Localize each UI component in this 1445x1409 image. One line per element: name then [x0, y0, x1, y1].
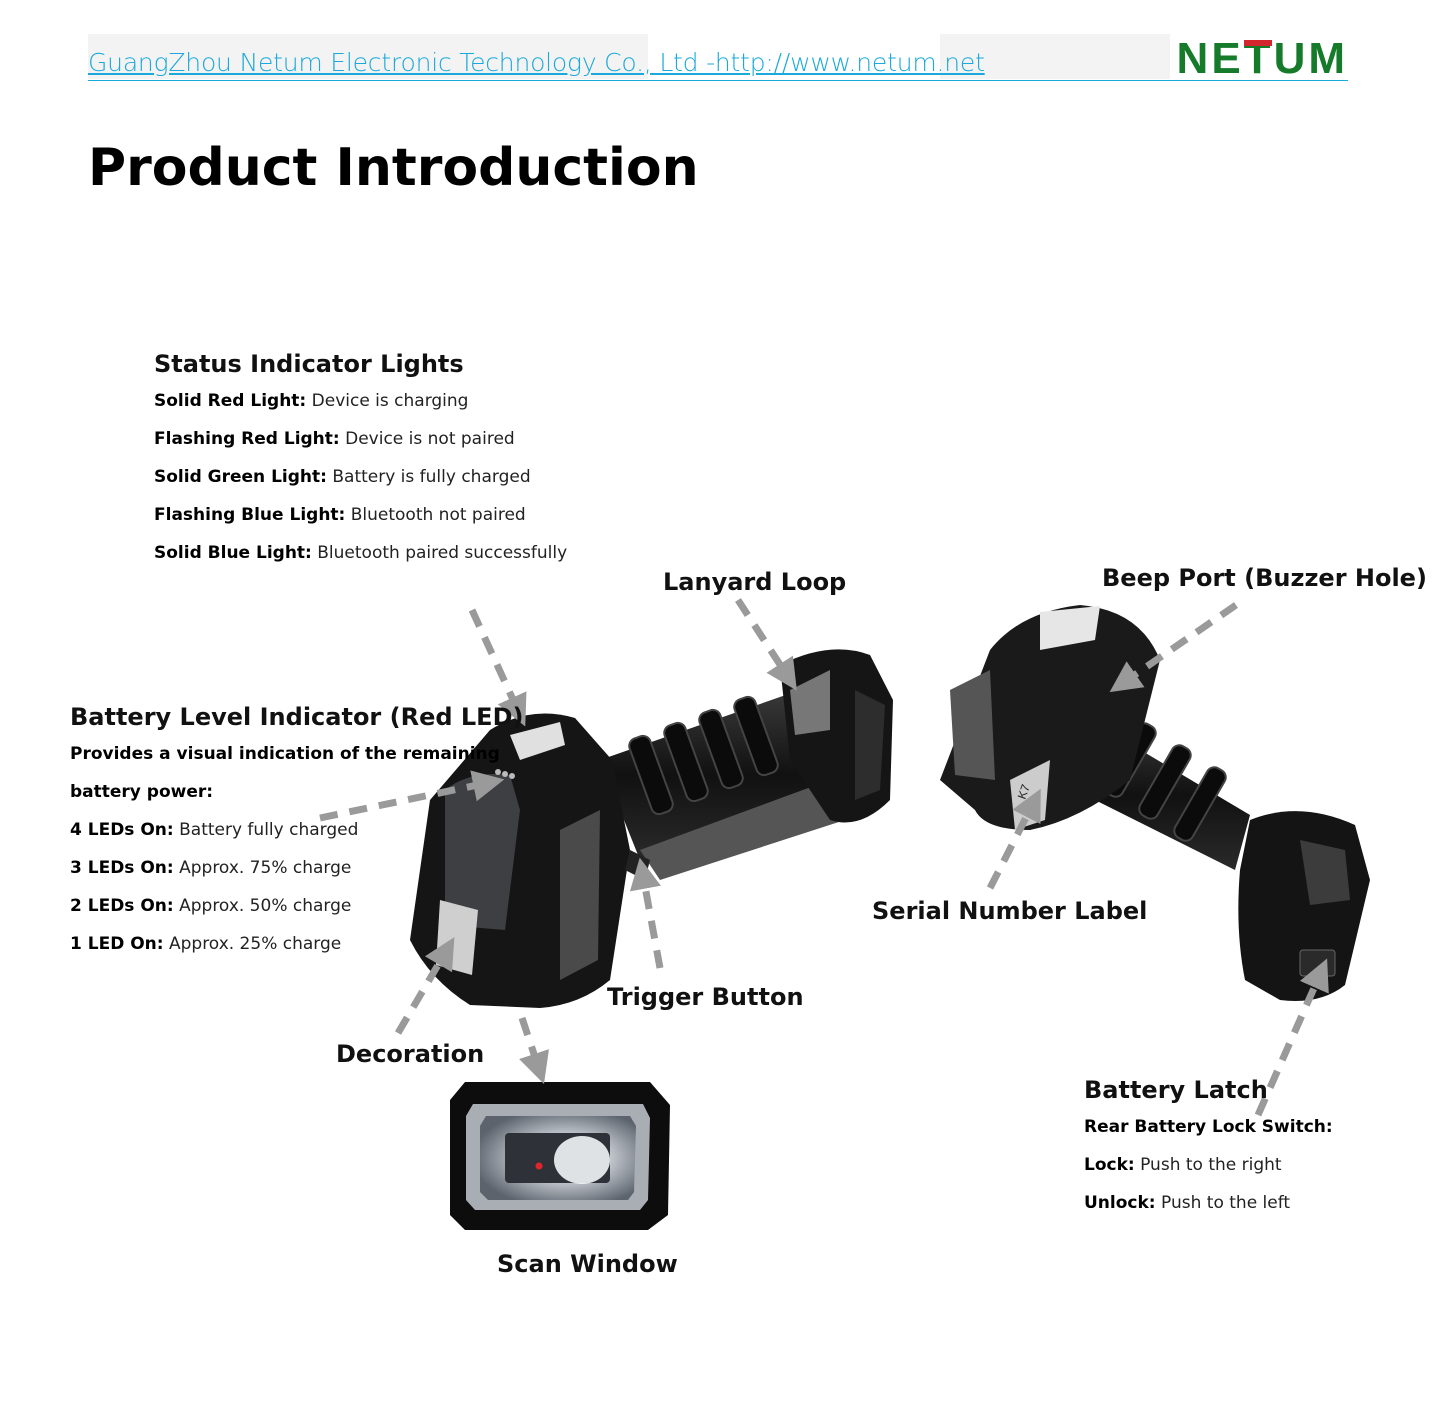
scan-window-label: Scan Window	[497, 1250, 678, 1278]
decoration-label: Decoration	[336, 1040, 485, 1068]
status-light-item: Solid Blue Light: Bluetooth paired succe…	[154, 543, 568, 563]
serial-label-arrow	[986, 788, 1041, 890]
battery-level-intro-cont: battery power:	[70, 782, 214, 802]
trigger-button-label: Trigger Button	[607, 983, 804, 1011]
status-light-item: Flashing Blue Light: Bluetooth not paire…	[154, 505, 526, 525]
status-lights-section: Status Indicator Lights Solid Red Light:…	[154, 350, 567, 572]
callout-arrows	[319, 598, 1329, 1117]
status-light-item: Solid Green Light: Battery is fully char…	[154, 467, 531, 487]
header-shade-right	[940, 34, 1170, 79]
scan-window-arrow	[518, 1016, 549, 1084]
lanyard-arrow	[735, 598, 797, 691]
lanyard-loop-label: Lanyard Loop	[663, 568, 847, 596]
page-title: Product Introduction	[88, 138, 699, 198]
battery-level-heading: Battery Level Indicator (Red LED)	[70, 703, 524, 731]
scan-window-closeup	[450, 1082, 670, 1230]
battery-level-intro: Provides a visual indication of the rema…	[70, 744, 500, 764]
serial-number-label: Serial Number Label	[872, 897, 1148, 925]
status-light-item: Flashing Red Light: Device is not paired	[154, 429, 515, 449]
battery-level-item: 3 LEDs On: Approx. 75% charge	[70, 858, 352, 878]
battery-latch-item: Lock: Push to the right	[1084, 1155, 1282, 1175]
battery-latch-arrow	[1254, 958, 1329, 1117]
beep-port-arrow	[1109, 602, 1238, 693]
battery-level-item: 4 LEDs On: Battery fully charged	[70, 820, 359, 840]
page-header: GuangZhou Netum Electronic Technology Co…	[88, 34, 1348, 83]
trigger-arrow	[629, 857, 664, 969]
left-scanner	[410, 649, 893, 1008]
battery-latch-subheading: Rear Battery Lock Switch:	[1084, 1117, 1333, 1137]
status-light-item: Solid Red Light: Device is charging	[154, 391, 469, 411]
battery-level-item: 2 LEDs On: Approx. 50% charge	[70, 896, 352, 916]
company-website-link[interactable]: GuangZhou Netum Electronic Technology Co…	[88, 48, 985, 77]
battery-latch-item: Unlock: Push to the left	[1084, 1193, 1291, 1213]
battery-latch-heading: Battery Latch	[1084, 1076, 1268, 1104]
netum-logo: NETUM	[1176, 34, 1348, 83]
beep-port-label: Beep Port (Buzzer Hole)	[1102, 564, 1427, 592]
battery-latch-section: Battery Latch Rear Battery Lock Switch: …	[1084, 1076, 1333, 1222]
status-lights-heading: Status Indicator Lights	[154, 350, 464, 378]
status-light-arrow	[468, 608, 527, 727]
decoration-arrow	[394, 937, 455, 1035]
right-scanner: K7	[940, 605, 1370, 1001]
battery-level-section: Battery Level Indicator (Red LED) Provid…	[70, 703, 523, 963]
header-shade-left	[88, 34, 648, 79]
battery-level-item: 1 LED On: Approx. 25% charge	[70, 934, 342, 954]
